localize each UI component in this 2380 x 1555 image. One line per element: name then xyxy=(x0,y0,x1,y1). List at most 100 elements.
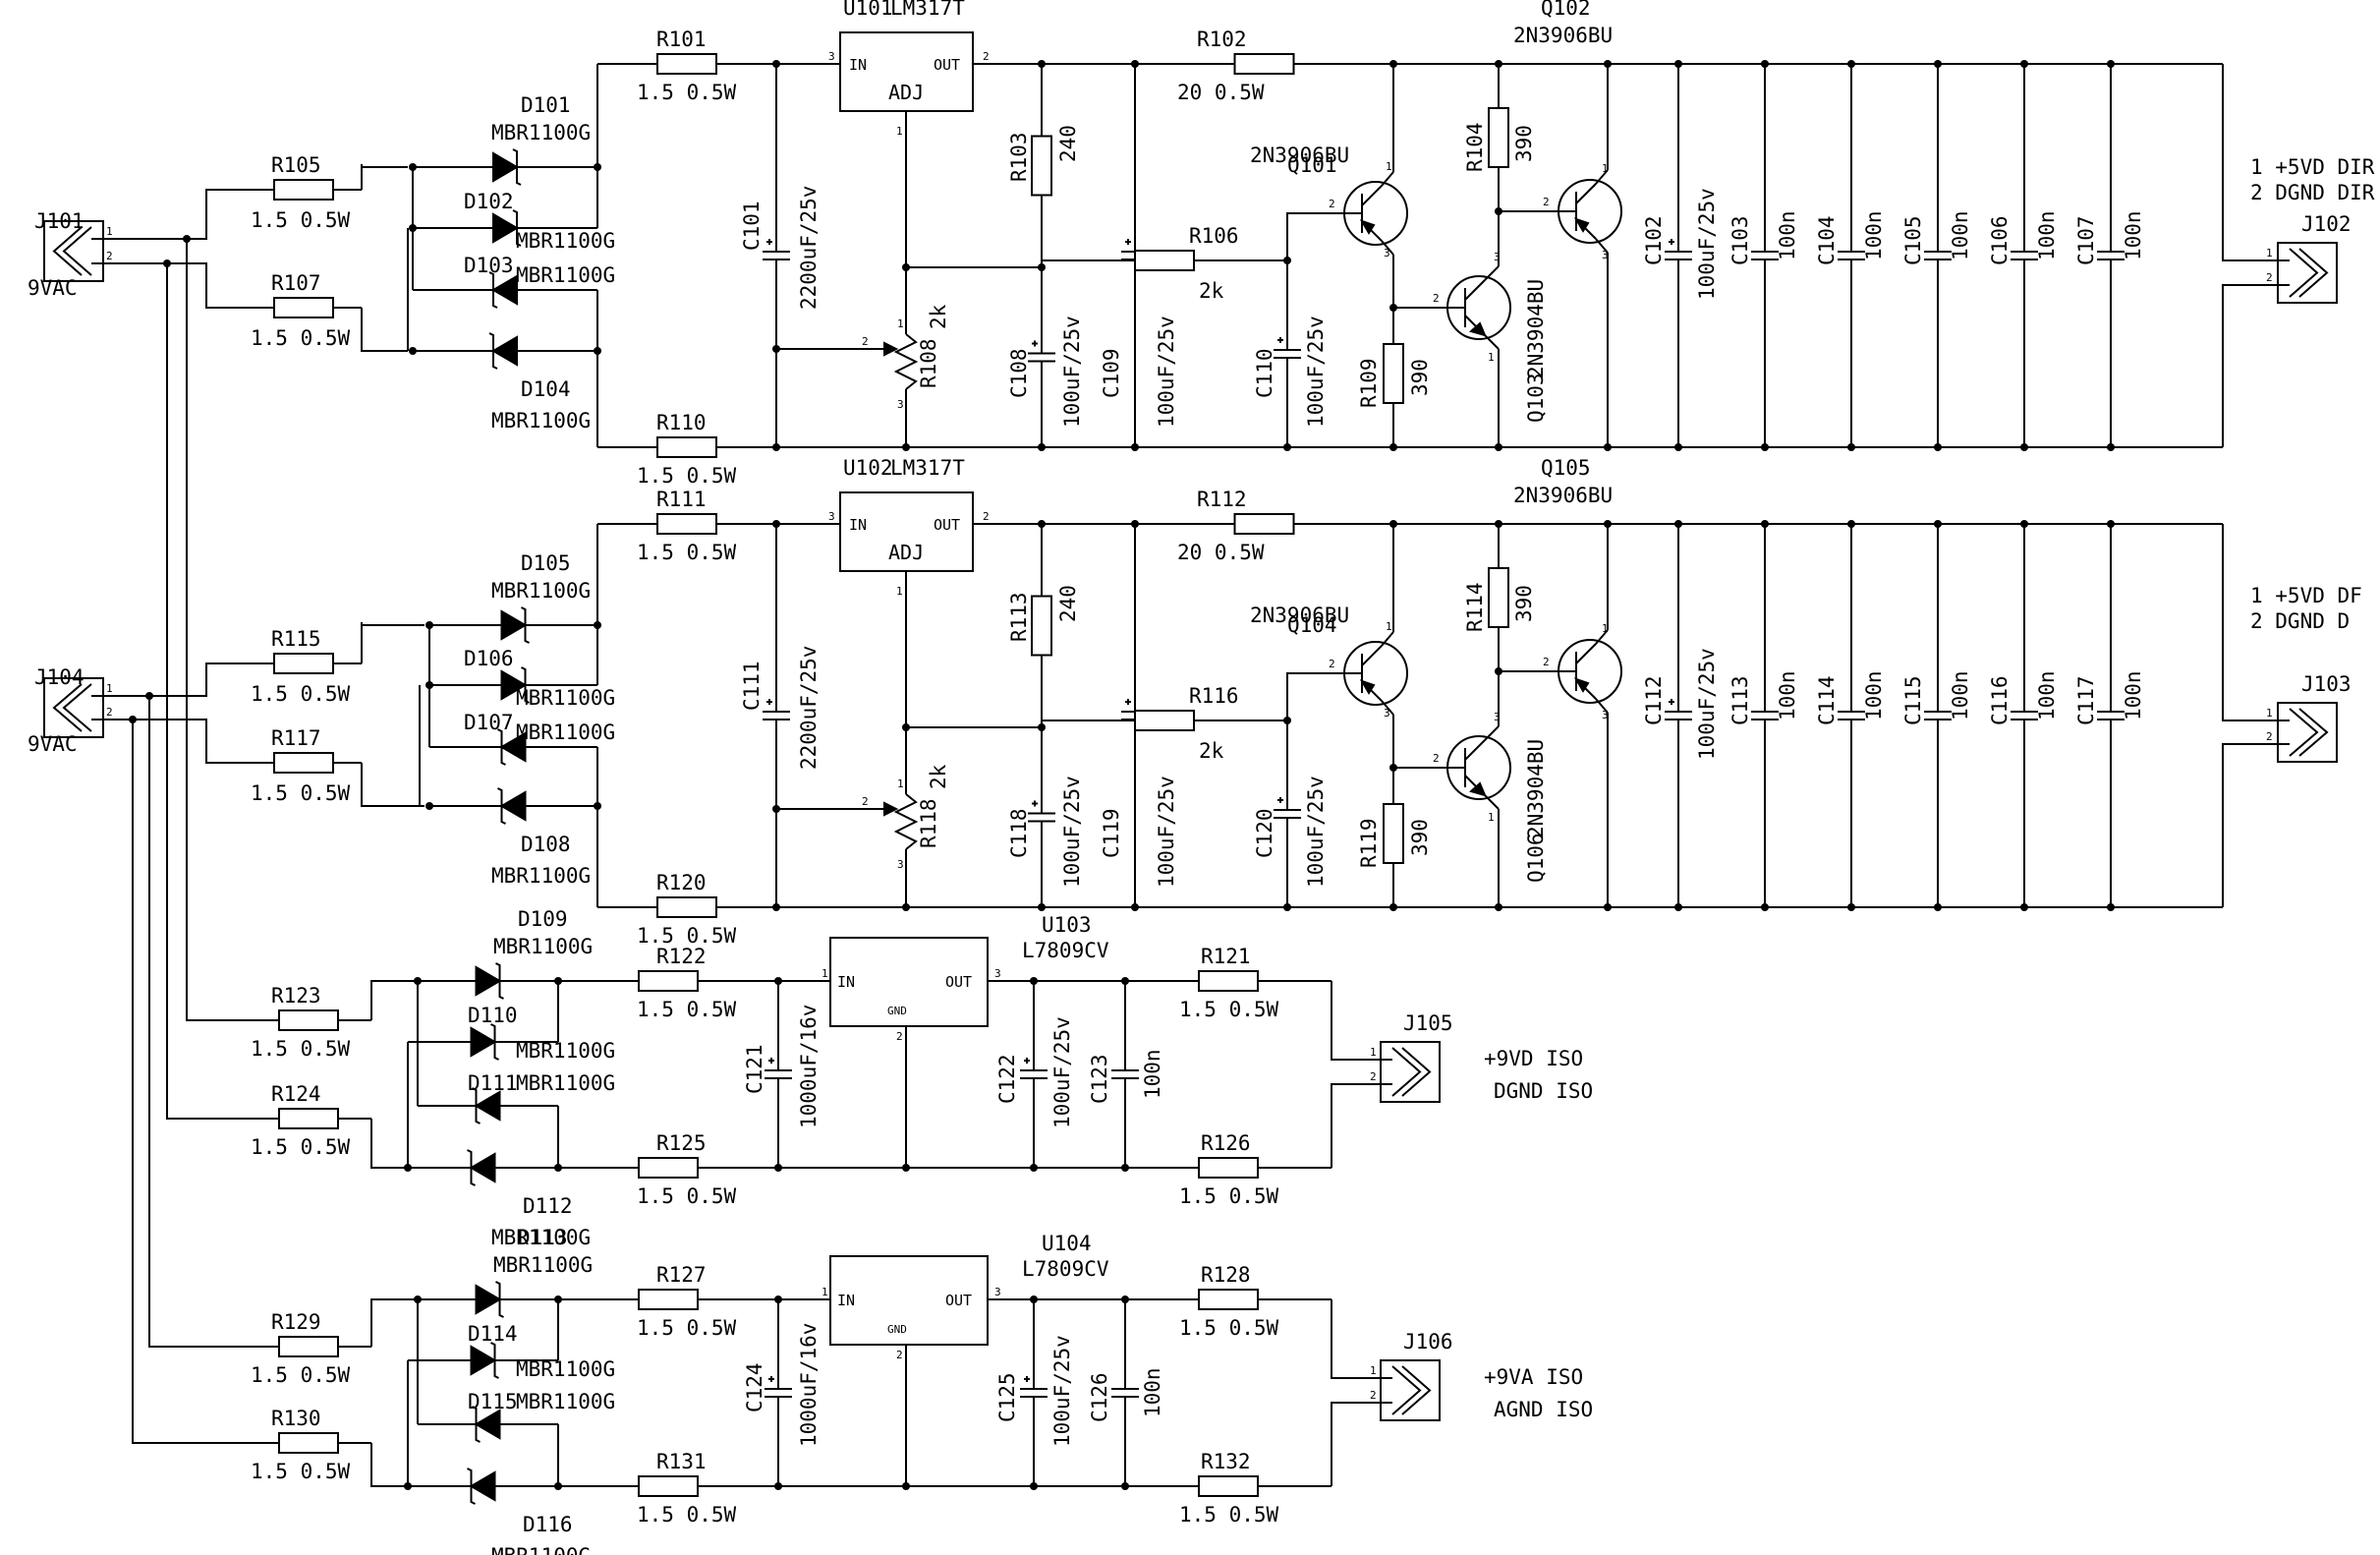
wire xyxy=(497,728,506,766)
resistor-value: 1.5 0.5W xyxy=(251,1363,351,1387)
wire xyxy=(1575,643,1597,664)
wire xyxy=(1464,279,1486,301)
resistor-value: 1.5 0.5W xyxy=(251,326,351,350)
wire xyxy=(1595,238,1609,254)
pin-label-gnd: GND xyxy=(887,1323,907,1336)
cap-value: 100uF/25v xyxy=(1695,188,1719,300)
regulator-ref: U104 xyxy=(1042,1232,1092,1255)
junction-dot xyxy=(1761,903,1769,911)
regulator-part: LM317T xyxy=(890,0,965,20)
wire xyxy=(1484,265,1500,281)
resistor-ref: R103 xyxy=(1007,132,1031,182)
wire xyxy=(1331,1299,1381,1379)
transistor-ref: Q104 xyxy=(1287,613,1337,637)
resistor-value: 390 xyxy=(1512,125,1536,162)
cap-value: 100n xyxy=(2122,670,2145,720)
diode-ref: D112 xyxy=(523,1194,573,1218)
transistor-ref: Q101 xyxy=(1287,153,1337,177)
pin-number: 1 xyxy=(1370,1046,1377,1059)
cap-value: 100n xyxy=(2035,670,2059,720)
resistor-value: 1.5 0.5W xyxy=(251,1460,351,1483)
wire xyxy=(1595,169,1609,185)
cap-value: 100n xyxy=(1776,210,1799,260)
resistor-ref: R115 xyxy=(271,627,321,651)
resistor-value: 1.5 0.5W xyxy=(251,682,351,706)
wire xyxy=(1286,672,1344,720)
diode-ref: D103 xyxy=(464,254,514,277)
junction-dot xyxy=(425,681,433,689)
transistor-part: 2N3904BU xyxy=(1524,739,1548,838)
diode-ref: D111 xyxy=(468,1071,518,1095)
resistor-ref: R131 xyxy=(656,1450,707,1473)
resistor-body xyxy=(1134,250,1195,271)
resistor-body xyxy=(1198,1289,1259,1310)
junction-dot xyxy=(1674,443,1682,451)
regulator-body xyxy=(839,31,974,112)
pin-number: 2 xyxy=(1370,1389,1377,1402)
resistor-ref: R109 xyxy=(1357,358,1381,408)
pin-number: 1 xyxy=(822,1286,828,1298)
cap-value: 100n xyxy=(1141,1049,1164,1099)
regulator-body xyxy=(829,1255,989,1346)
cap-value: 100uF/25v xyxy=(1050,1335,1074,1447)
cap-ref: C106 xyxy=(1988,215,2012,265)
cap-value: 100n xyxy=(1862,210,1886,260)
diode-part: MBR1100G xyxy=(493,1253,593,1277)
pin-number: 1 xyxy=(1386,620,1392,633)
cap-value: 2200uF/25v xyxy=(797,186,821,310)
diode-ref: D116 xyxy=(523,1513,573,1536)
transistor-part: 2N3906BU xyxy=(1513,484,1613,507)
cap-ref: C123 xyxy=(1088,1054,1111,1104)
wire xyxy=(103,719,246,764)
diode-triangle xyxy=(475,1284,502,1315)
transistor-ref: Q102 xyxy=(1541,0,1591,20)
resistor-ref: R107 xyxy=(271,271,321,295)
diode-part: MBR1100G xyxy=(491,121,591,144)
pin-number: 3 xyxy=(994,967,1001,980)
resistor-ref: R112 xyxy=(1197,488,1247,511)
junction-dot xyxy=(772,60,780,68)
resistor-value: 1.5 0.5W xyxy=(1179,1503,1279,1526)
wiper-arrow xyxy=(883,341,899,357)
connector-ref: J105 xyxy=(1403,1011,1453,1035)
cap-value: 100uF/25v xyxy=(1695,648,1719,760)
resistor-body xyxy=(273,297,334,318)
wire xyxy=(148,696,246,1348)
cap-value: 2200uF/25v xyxy=(797,646,821,770)
pin-number: 1 xyxy=(1602,162,1609,175)
wire xyxy=(1331,1402,1381,1486)
resistor-value: 20 0.5W xyxy=(1177,81,1265,104)
resistor-value: 1.5 0.5W xyxy=(1179,1184,1279,1208)
diode-triangle xyxy=(491,335,518,367)
cap-value: 100uF/25v xyxy=(1060,316,1084,428)
junction-dot xyxy=(1389,304,1397,312)
resistor-value: 1.5 0.5W xyxy=(251,1037,351,1061)
connector-ref: J101 xyxy=(34,209,85,233)
connector-pin-label: 1 +5VD DF xyxy=(2250,584,2362,607)
cap-value: 100n xyxy=(1141,1367,1164,1417)
cap-value: 1000uF/16v xyxy=(797,1005,821,1128)
resistor-body xyxy=(638,1475,699,1497)
cap-value: 100n xyxy=(2035,210,2059,260)
diode-part: MBR1100G xyxy=(516,1357,615,1381)
diode-triangle xyxy=(475,965,502,997)
cap-ref: C102 xyxy=(1642,215,1666,265)
junction-dot xyxy=(1934,443,1942,451)
pin-number: 1 xyxy=(897,778,904,790)
cap-ref: C119 xyxy=(1100,808,1123,858)
wire xyxy=(103,262,246,309)
resistor-ref: R101 xyxy=(656,28,707,51)
resistor-ref: R130 xyxy=(271,1407,321,1430)
wire xyxy=(490,1023,499,1061)
cap-ref: C120 xyxy=(1253,808,1276,858)
junction-dot xyxy=(594,802,601,810)
pin-label-out: OUT xyxy=(934,516,960,534)
diode-triangle xyxy=(469,1470,496,1502)
pin-number: 2 xyxy=(1543,656,1550,668)
resistor-ref: R104 xyxy=(1463,122,1487,172)
connector-pin-label: +9VA ISO xyxy=(1484,1365,1583,1389)
diode-ref: D104 xyxy=(521,377,571,401)
wire xyxy=(1484,794,1500,810)
